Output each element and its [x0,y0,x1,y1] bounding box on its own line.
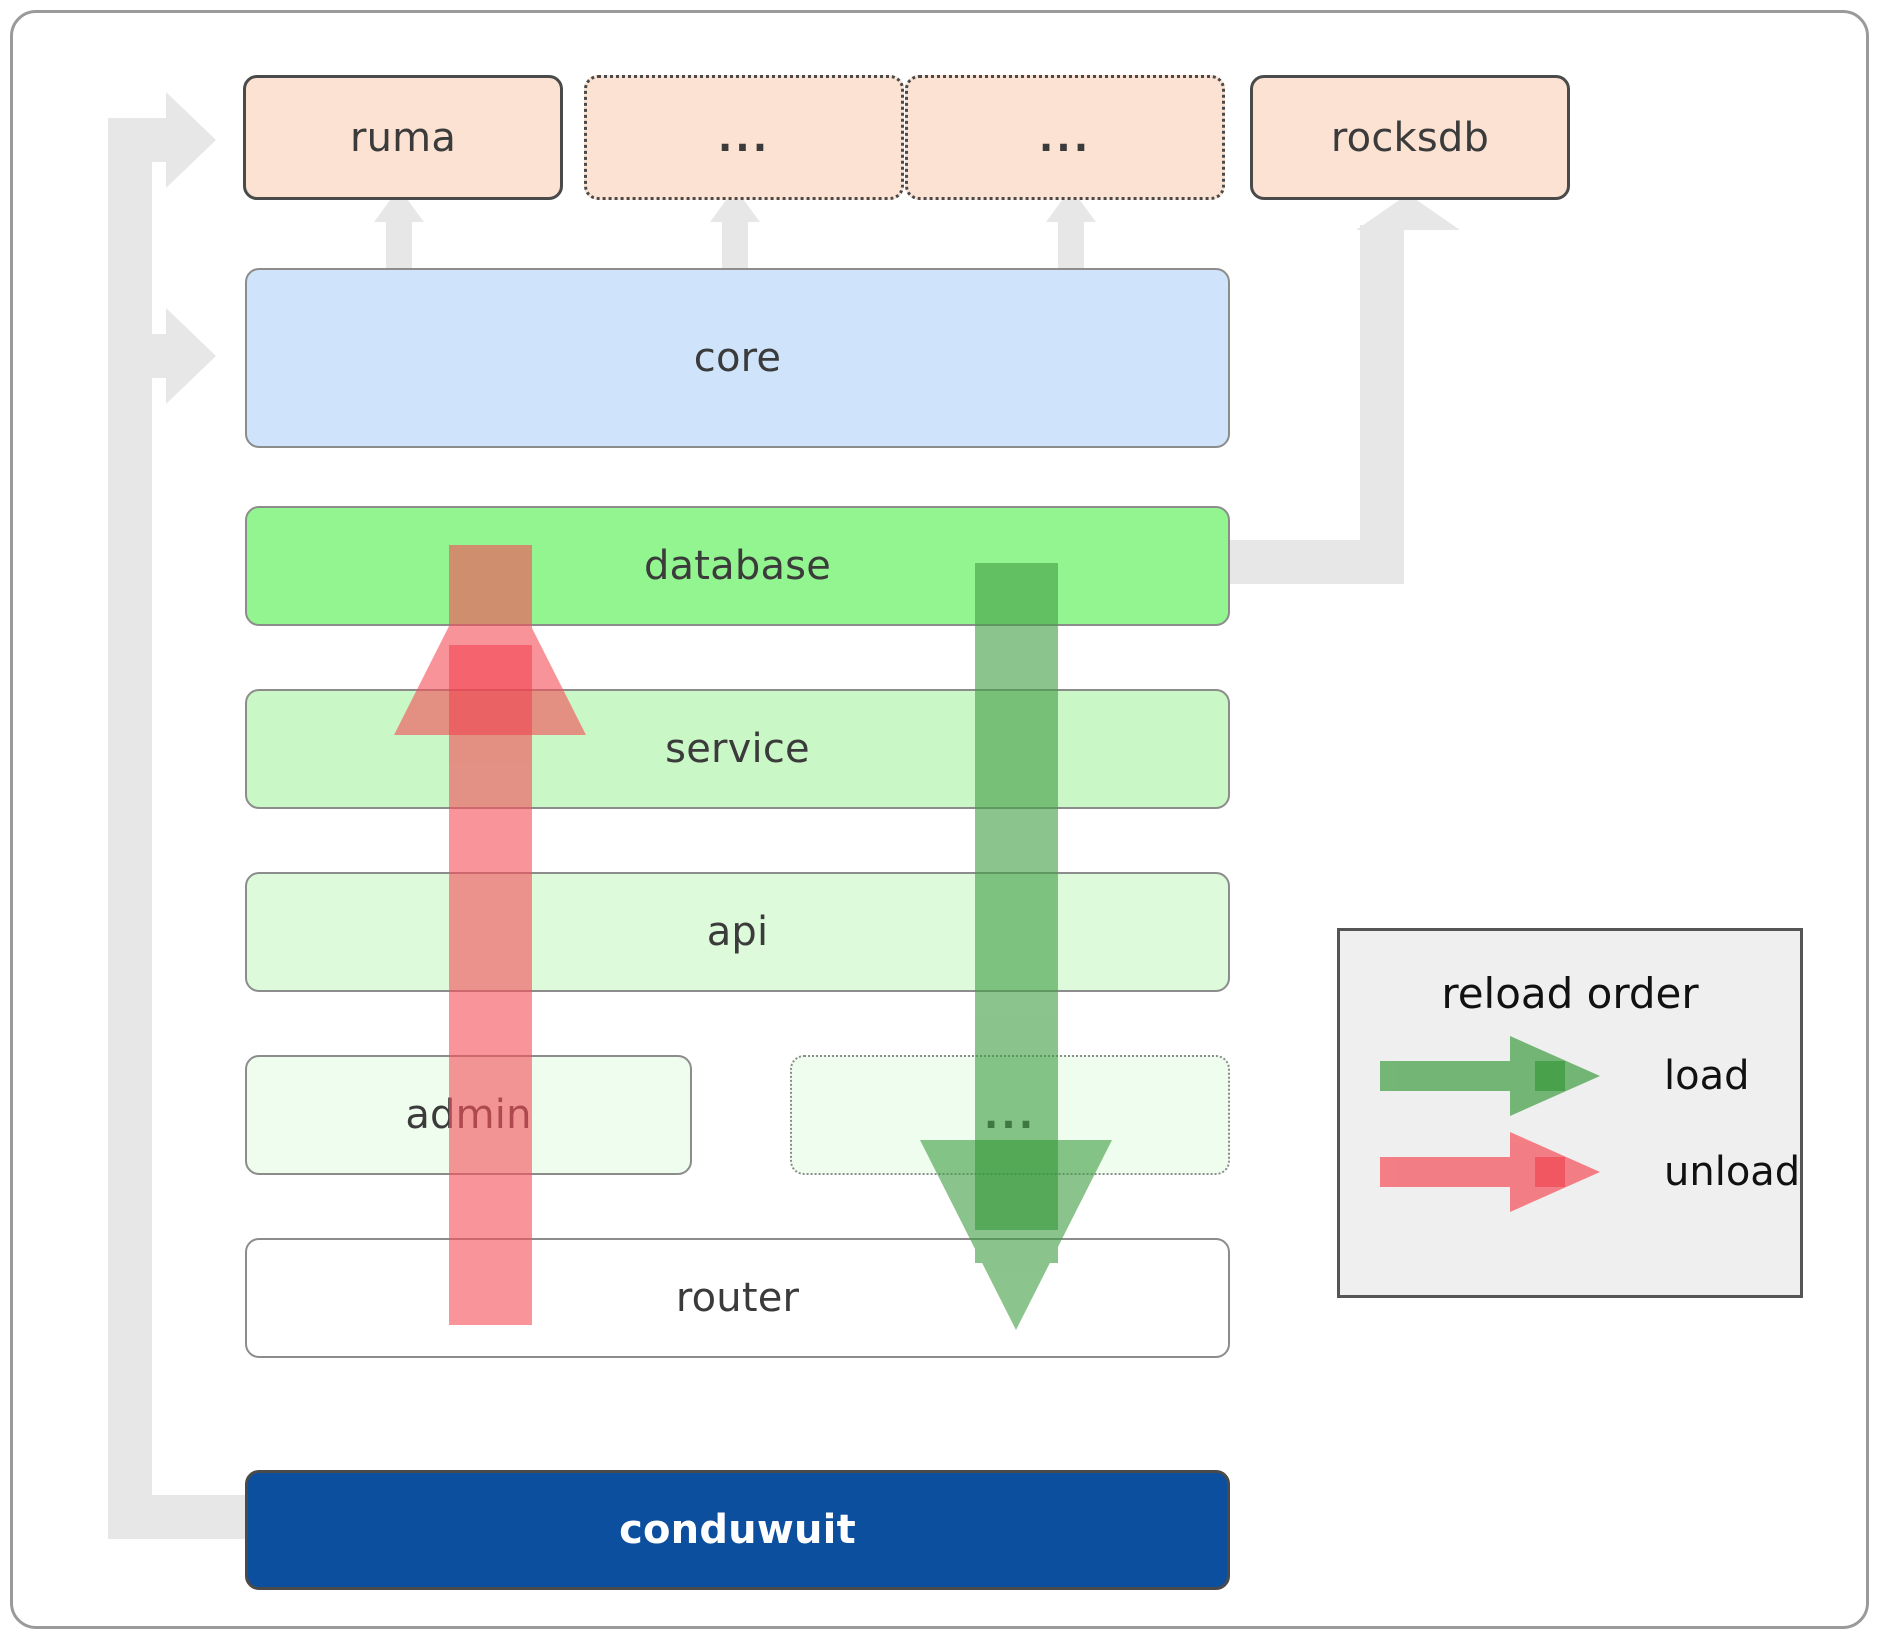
legend-row-load: load [1340,1028,1800,1124]
layer-box-router[interactable]: router [245,1238,1230,1358]
layer-label-service: service [665,726,810,772]
layer-box-service[interactable]: service [245,689,1230,809]
layer-label-database: database [643,543,832,589]
dependency-box-placeholder-1[interactable]: ... [584,75,904,200]
dependency-label-rocksdb: rocksdb [1330,114,1490,161]
layer-box-core[interactable]: core [245,268,1230,448]
layer-label-admin: admin [405,1092,532,1138]
layer-label-api: api [706,909,769,955]
legend-label-unload: unload [1664,1149,1801,1195]
legend-load-arrow-icon [1380,1028,1630,1124]
layer-box-api[interactable]: api [245,872,1230,992]
layer-box-admin[interactable]: admin [245,1055,692,1175]
legend-panel: reload order load [1337,928,1803,1298]
dependency-box-rocksdb[interactable]: rocksdb [1250,75,1570,200]
layer-box-database[interactable]: database [245,506,1230,626]
legend-unload-arrow-icon [1380,1124,1630,1220]
layer-label-router: router [675,1275,800,1321]
dependency-box-ruma[interactable]: ruma [243,75,563,200]
binary-box-conduwuit[interactable]: conduwuit [245,1470,1230,1590]
binary-label-conduwuit: conduwuit [619,1507,856,1553]
legend-row-unload: unload [1340,1124,1800,1220]
legend-label-load: load [1664,1053,1750,1099]
dependency-label-ruma: ruma [349,114,457,161]
dependency-label-placeholder-1: ... [717,115,771,160]
layer-label-core: core [693,335,782,381]
diagram-outer-panel [10,10,1869,1629]
layer-box-placeholder[interactable]: ... [790,1055,1230,1175]
dependency-box-placeholder-2[interactable]: ... [905,75,1225,200]
legend-title: reload order [1441,969,1699,1018]
layer-label-placeholder: ... [983,1093,1037,1137]
dependency-label-placeholder-2: ... [1038,115,1092,160]
